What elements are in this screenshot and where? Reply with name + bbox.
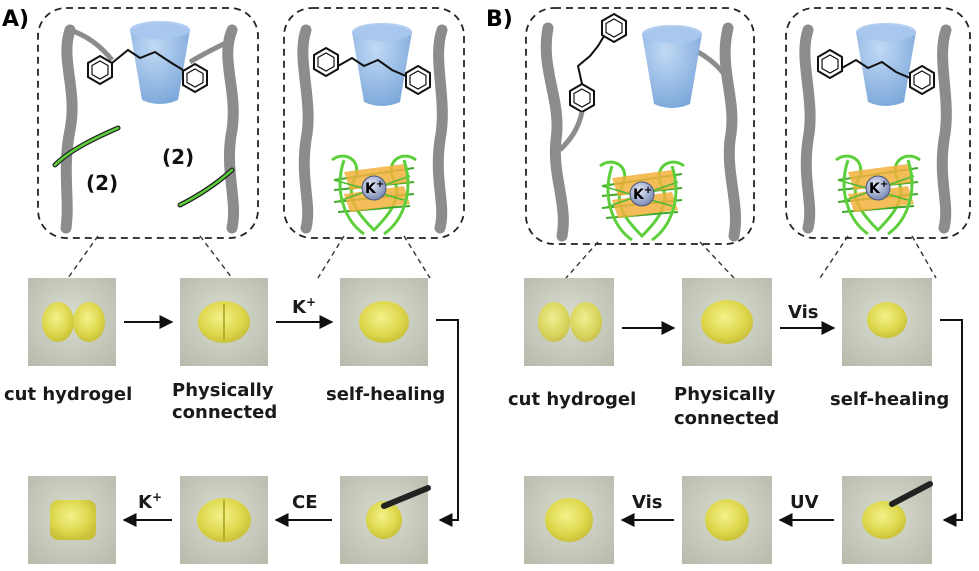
- polymer-chain: [799, 24, 816, 234]
- panel-b-letter: B): [486, 7, 513, 32]
- benzene-ring: [405, 65, 431, 95]
- arrow-label-k-plus-2: K+: [138, 490, 162, 513]
- chain-count-label: (2): [162, 145, 194, 169]
- schematic-b-healed: K+: [785, 7, 971, 239]
- photo-self-healing-b: [842, 278, 932, 366]
- label-connected-b: connected: [674, 408, 779, 429]
- photo-physically-connected-b: [682, 278, 772, 366]
- azo-bond: [576, 35, 605, 85]
- benzene-ring: [87, 55, 113, 85]
- return-arrow: [940, 319, 963, 527]
- arrow-label-ce: CE: [292, 492, 318, 513]
- polymer-chain: [69, 27, 114, 62]
- ion-label: K+: [633, 185, 652, 203]
- arrow-label-vis: Vis: [788, 302, 819, 323]
- polymer-chain: [222, 24, 240, 234]
- label-self-healing-a: self-healing: [326, 384, 445, 405]
- connector-lines: [67, 235, 431, 279]
- polymer-chain: [297, 24, 314, 234]
- panel-a-letter: A): [2, 7, 29, 32]
- azo-bond: [337, 56, 407, 77]
- benzene-ring: [569, 83, 595, 113]
- benzene-ring: [182, 63, 208, 93]
- benzene-ring: [313, 47, 339, 77]
- tweezers: [381, 485, 431, 509]
- photo-ce-treated-a: [180, 476, 268, 564]
- polymer-chain: [558, 111, 585, 152]
- tweezers: [889, 481, 933, 507]
- arrow-label-vis-2: Vis: [632, 492, 663, 513]
- photo-vis-treated-b: [682, 476, 772, 564]
- dashed-box: [37, 7, 259, 239]
- benzene-ring: [909, 65, 935, 95]
- benzene-ring: [817, 49, 843, 79]
- photo-cut-hydrogel-a: [28, 278, 116, 366]
- connector-lines: [565, 235, 937, 279]
- polymer-chain: [696, 49, 731, 82]
- label-self-healing-b: self-healing: [830, 389, 949, 410]
- label-connected-a: connected: [172, 402, 277, 423]
- photo-stretched-a: [340, 476, 431, 564]
- schematic-b-disconnected: K+: [525, 7, 755, 245]
- polymer-chain: [432, 24, 448, 234]
- polymer-chain: [540, 22, 569, 242]
- photo-final-b: [524, 476, 614, 564]
- photo-stretched-b: [842, 476, 933, 564]
- polymer-chain: [936, 24, 952, 234]
- cyclodextrin: [642, 25, 702, 108]
- potassium-ion: [865, 175, 891, 201]
- label-cut-hydrogel-b: cut hydrogel: [508, 389, 636, 410]
- arrow-label-k-plus: K+: [292, 295, 316, 318]
- polymer-chain: [719, 22, 742, 242]
- polymer-chain: [188, 37, 234, 65]
- azo-bond: [841, 58, 911, 79]
- polymer-chain: [60, 24, 78, 234]
- photo-physically-connected-a: [180, 278, 268, 366]
- label-physically-b: Physically: [674, 384, 776, 405]
- return-arrow: [436, 319, 459, 527]
- label-physically-a: Physically: [172, 380, 274, 401]
- dashed-box: [525, 7, 755, 245]
- cyclodextrin: [130, 21, 190, 104]
- chain-count-label: (2): [86, 171, 118, 195]
- ion-label: K+: [365, 179, 384, 197]
- benzene-ring: [601, 13, 627, 43]
- potassium-ion: [629, 181, 655, 207]
- photo-cut-hydrogel-b: [524, 278, 614, 366]
- ion-label: K+: [869, 179, 888, 197]
- photo-final-a: [28, 476, 116, 564]
- dashed-box: [283, 7, 465, 239]
- photo-self-healing-a: [340, 278, 428, 366]
- potassium-ion: [361, 175, 387, 201]
- arrow-label-uv: UV: [790, 492, 819, 513]
- azo-bond: [111, 48, 184, 71]
- dashed-box: [785, 7, 971, 239]
- label-cut-hydrogel-a: cut hydrogel: [4, 384, 132, 405]
- schematic-a-disconnected: (2) (2): [37, 7, 259, 239]
- schematic-a-healed: K+: [283, 7, 465, 239]
